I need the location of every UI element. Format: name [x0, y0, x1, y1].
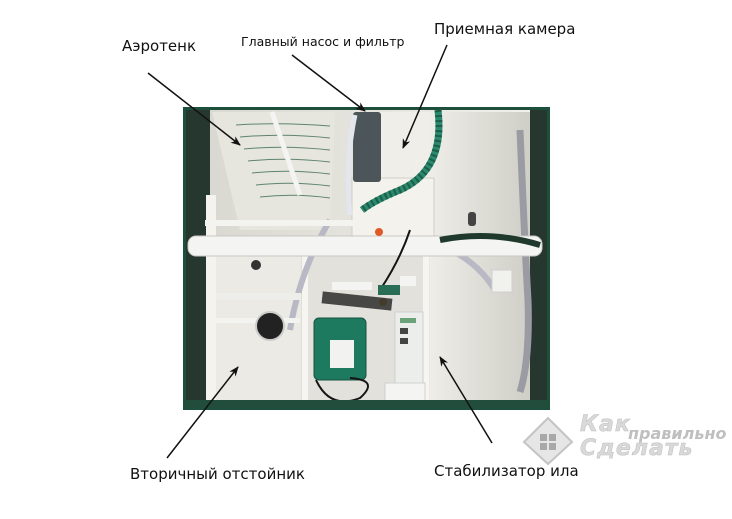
- watermark-sdelat: Сделать: [580, 436, 694, 462]
- arrow-secondary-settler: [166, 366, 239, 459]
- arrow-receiving-chamber: [402, 44, 448, 149]
- annotation-arrows: [147, 44, 493, 459]
- watermark-pravilno: правильно: [628, 424, 727, 443]
- label-receiving-chamber: Приемная камера: [434, 20, 576, 38]
- house-window-icon: [522, 416, 574, 466]
- watermark-kak: Как: [580, 412, 631, 438]
- arrow-main-pump: [291, 54, 366, 112]
- arrow-aerotank: [147, 72, 241, 146]
- label-sludge-stabilizer: Стабилизатор ила: [434, 462, 579, 480]
- label-secondary-settler: Вторичный отстойник: [130, 465, 305, 483]
- label-aerotank: Аэротенк: [122, 37, 197, 55]
- label-main-pump-filter: Главный насос и фильтр: [241, 34, 405, 49]
- arrow-sludge-stabilizer: [439, 356, 493, 444]
- watermark: Как правильно Сделать: [520, 412, 727, 467]
- controller-unit: [394, 311, 424, 388]
